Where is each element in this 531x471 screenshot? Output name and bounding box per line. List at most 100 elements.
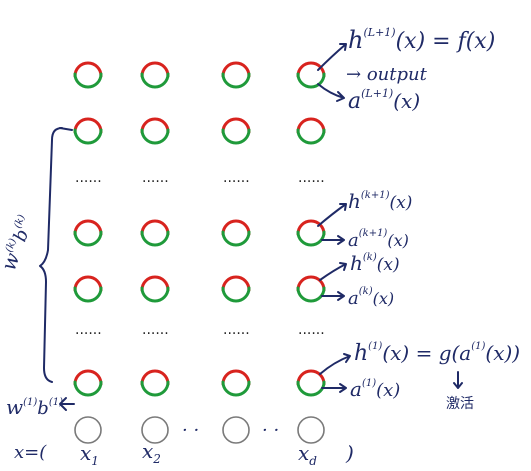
neuron-layer-k-1 [73,275,103,303]
activation-arc [140,61,170,78]
activation-arc [140,219,170,236]
svg-text:w(1)b(1): w(1)b(1) [6,395,63,419]
top-a-label: a(L+1)(x) [348,87,420,114]
pre-activation-arc [221,128,251,145]
activation-arc [296,61,326,78]
activation-arc [140,117,170,134]
bot-a-label: a(1)(x) [350,377,400,401]
ellipsis-rows: ........................................… [75,170,325,338]
pre-activation-arc [296,128,326,145]
input-suffix: ) [345,441,354,465]
top-h-label: h(L+1)(x) = f(x) [348,26,495,54]
svg-text:w(k)b(k): w(k)b(k) [0,212,38,273]
pre-activation-arc [221,72,251,89]
input-xd: xd [298,441,317,468]
pre-activation-arc [73,380,103,397]
top-a-arrow [317,83,345,102]
pre-activation-arc [296,72,326,89]
input-gap-dots-1: · · [182,420,199,441]
activation-arc [296,219,326,236]
neuron-layer-1-1 [73,369,103,397]
neuron-layer-L-2 [140,117,170,145]
pre-activation-arc [221,286,251,303]
pre-activation-arc [140,286,170,303]
mid1-h-label: h(k+1)(x) [348,189,412,213]
neuron-layers [73,61,326,444]
ellipsis-2-1: ...... [75,322,102,338]
pre-activation-arc [296,230,326,247]
activation-arc [221,219,251,236]
top-h-arrow [317,43,347,71]
activation-arc [221,117,251,134]
activation-arc [73,117,103,134]
weights-bot-b-sup: (1) [49,397,63,408]
neuron-layer-k-4 [296,275,326,303]
input-gap-dots-2: · · [262,420,279,441]
ellipsis-1-1: ...... [75,170,102,186]
mid2-a-label: a(k)(x) [348,286,394,309]
pre-activation-arc [73,128,103,145]
weights-top-b-sup: (k) [13,213,28,230]
pre-activation-arc [140,128,170,145]
input-x1: x1 [80,441,99,468]
weights-bot-w-sup: (1) [23,397,37,408]
weights-bot-w: w [6,395,23,419]
weights-arrow-top [59,127,73,131]
input-node-2 [141,416,169,444]
neuron-layer-k-3 [221,275,251,303]
pre-activation-arc [296,286,326,303]
neuron-layer-k1-4 [296,219,326,247]
activation-arc [296,275,326,292]
output-label: → output [346,64,428,85]
activation-arc [140,369,170,386]
mid1-a-arrow [321,235,345,245]
bot-a-arrow [321,383,347,393]
activation-note: 激活 [446,395,474,412]
activation-arc [73,219,103,236]
neuron-layer-L-3 [221,117,251,145]
mid1-a-label: a(k+1)(x) [348,228,409,251]
activation-arc [221,369,251,386]
neuron-layer-k1-1 [73,219,103,247]
pre-activation-arc [296,380,326,397]
ellipsis-1-3: ...... [223,170,250,186]
neuron-output-1 [73,61,103,89]
mid1-h-arrow [317,203,347,227]
weights-top-label: w(k)b(k) [0,212,38,274]
neuron-output-2 [140,61,170,89]
input-node-3 [222,416,250,444]
pre-activation-arc [73,72,103,89]
input-x2: x2 [142,439,161,466]
activation-arc [221,275,251,292]
neuron-layer-k1-2 [140,219,170,247]
ellipsis-2-4: ...... [298,322,325,338]
input-prefix: x=( [14,442,47,463]
ellipsis-2-3: ...... [223,322,250,338]
neuron-layer-L-1 [73,117,103,145]
pre-activation-arc [140,380,170,397]
neuron-layer-1-4 [296,369,326,397]
mid2-a-arrow [321,291,345,301]
neuron-layer-k-2 [140,275,170,303]
activation-arc [73,275,103,292]
pre-activation-arc [221,380,251,397]
ellipsis-1-4: ...... [298,170,325,186]
activation-arc [296,117,326,134]
weights-bot-b: b [37,398,49,419]
activation-arc [221,61,251,78]
input-node-1 [74,416,102,444]
weights-bottom-label: w(1)b(1) [6,395,63,419]
input-node-4 [297,416,325,444]
neuron-output-4 [296,61,326,89]
weights-brace [39,127,63,383]
pre-activation-arc [140,230,170,247]
neuron-layer-k1-3 [221,219,251,247]
activation-arc [140,275,170,292]
weights-top-w-sup: (k) [4,237,19,254]
bot-h-label: h(1)(x) = g(a(1)(x)) [354,341,520,366]
neuron-output-3 [221,61,251,89]
ellipsis-1-2: ...... [142,170,169,186]
activation-arrow [453,371,463,389]
mid2-h-label: h(k)(x) [350,251,400,275]
